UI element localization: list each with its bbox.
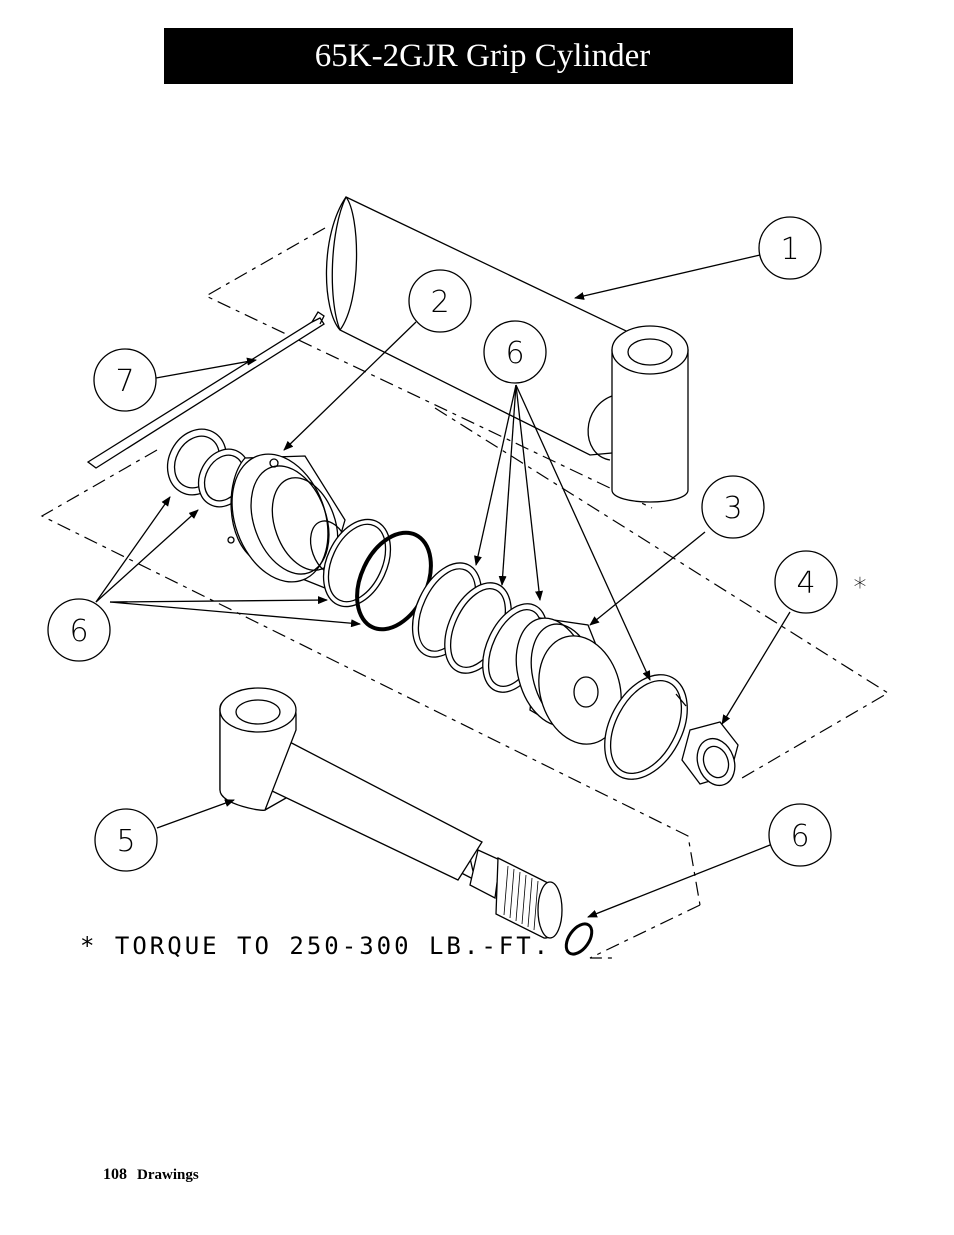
part-rod	[219, 687, 563, 939]
leader-lines	[95, 254, 791, 918]
svg-text:5: 5	[116, 824, 135, 859]
page-title: 65K-2GJR Grip Cylinder	[164, 28, 793, 84]
svg-text:7: 7	[115, 364, 134, 399]
callout-6-left: 6	[47, 598, 111, 662]
svg-text:4: 4	[796, 566, 815, 601]
torque-note: * TORQUE TO 250-300 LB.-FT.	[80, 932, 551, 960]
callout-3: 3	[701, 475, 765, 539]
part-lock-nut	[681, 721, 739, 787]
callout-6-top: 6	[483, 320, 547, 384]
svg-text:1: 1	[780, 232, 799, 267]
svg-text:6: 6	[505, 336, 524, 371]
svg-text:6: 6	[790, 819, 809, 854]
torque-asterisk: *	[854, 573, 867, 603]
callout-7: 7	[93, 348, 157, 412]
part-gland	[227, 453, 351, 589]
section-name: Drawings	[137, 1167, 199, 1183]
page-footer: 108 Drawings	[103, 1166, 199, 1184]
callout-6-bottom: 6	[768, 803, 832, 867]
part-piston	[515, 617, 622, 745]
part-rod-o-ring	[564, 922, 594, 956]
svg-text:6: 6	[69, 614, 88, 649]
page-number: 108	[103, 1166, 127, 1183]
callout-1: 1	[758, 216, 822, 280]
svg-text:2: 2	[430, 285, 449, 320]
callout-2: 2	[408, 269, 472, 333]
part-wear-ring	[604, 674, 688, 780]
callout-5: 5	[94, 808, 158, 872]
part-key-rod	[86, 311, 325, 469]
callout-4: 4	[774, 550, 838, 614]
svg-text:3: 3	[723, 491, 742, 526]
part-cylinder-barrel	[325, 196, 689, 503]
